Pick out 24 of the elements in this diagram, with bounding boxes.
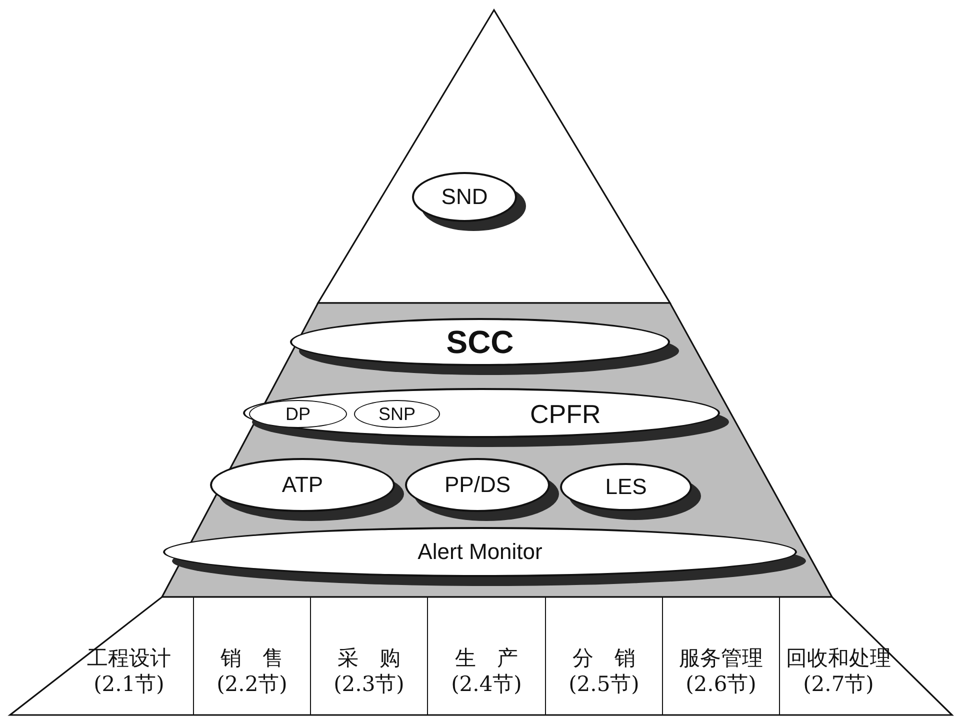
function-name: 服务管理 [679, 645, 763, 672]
module-label: Alert Monitor [418, 539, 542, 565]
function-name: 采 购 [338, 645, 400, 672]
section-reference: (2.5节) [568, 671, 640, 698]
function-name: 回收和处理 [786, 645, 891, 672]
section-reference: (2.7节) [803, 671, 874, 698]
section-reference: (2.6节) [686, 671, 756, 698]
module-label: ATP [282, 472, 324, 498]
section-reference: (2.2节) [216, 671, 288, 698]
section-reference: (2.3节) [334, 671, 404, 698]
module-label: SND [441, 184, 488, 210]
function-name: 工程设计 [87, 645, 171, 672]
section-reference: (2.4节) [451, 671, 522, 698]
function-name: 分 销 [572, 645, 636, 672]
module-label: SCC [446, 324, 514, 360]
section-reference: (2.1节) [94, 671, 164, 698]
module-label: LES [605, 474, 647, 500]
function-name: 生 产 [455, 645, 518, 672]
function-name: 销 售 [220, 645, 284, 672]
module-label: DP [285, 404, 310, 424]
module-label: CPFR [530, 399, 601, 430]
module-label: SNP [378, 404, 416, 424]
ellipse-shape [249, 400, 347, 428]
module-label: PP/DS [444, 472, 511, 498]
